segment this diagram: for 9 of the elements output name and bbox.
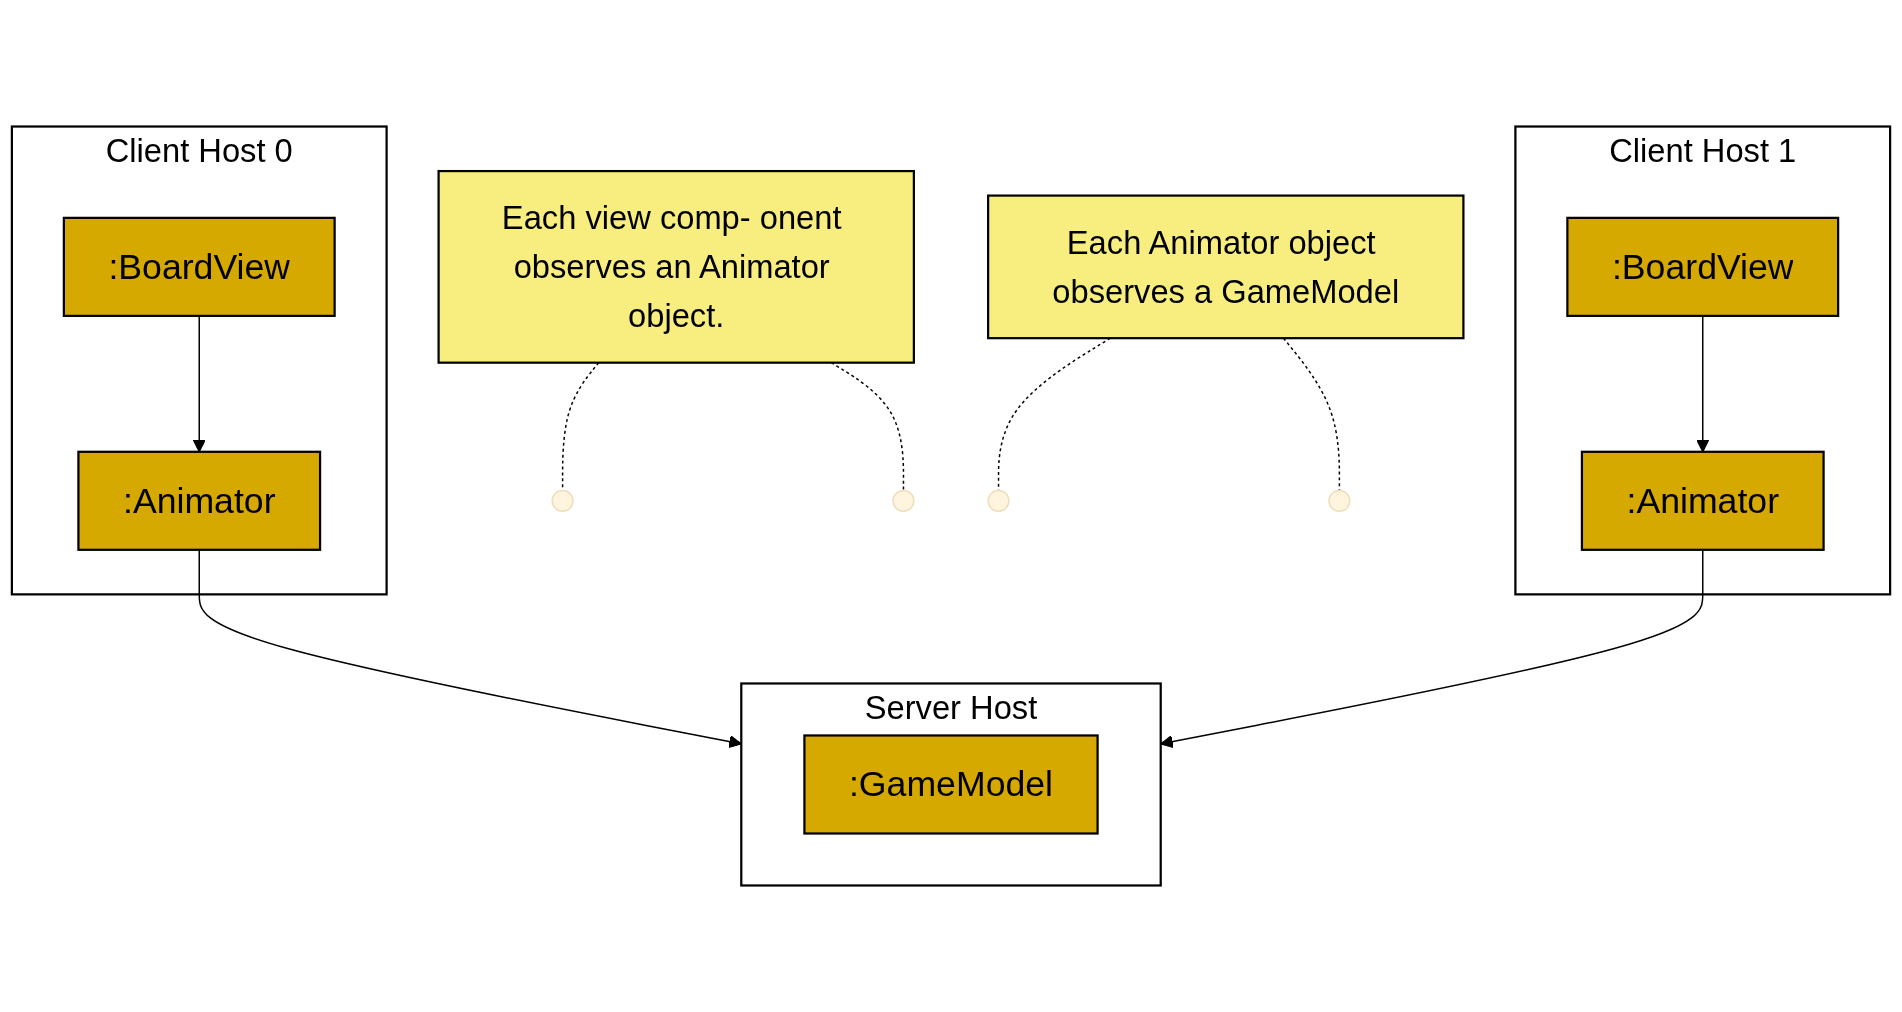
arrow — [1160, 549, 1704, 749]
node-box: :Animator — [1580, 450, 1825, 551]
node-box: :GameModel — [803, 734, 1099, 835]
node-box: :BoardView — [1566, 216, 1840, 317]
node-box: :Animator — [77, 450, 322, 551]
node-box: Each view comp- onent observes an Animator object. — [437, 169, 915, 364]
node-box: :BoardView — [62, 216, 336, 317]
node-box: Each Animator object observes a GameModel — [987, 194, 1465, 340]
arrow — [198, 549, 742, 749]
